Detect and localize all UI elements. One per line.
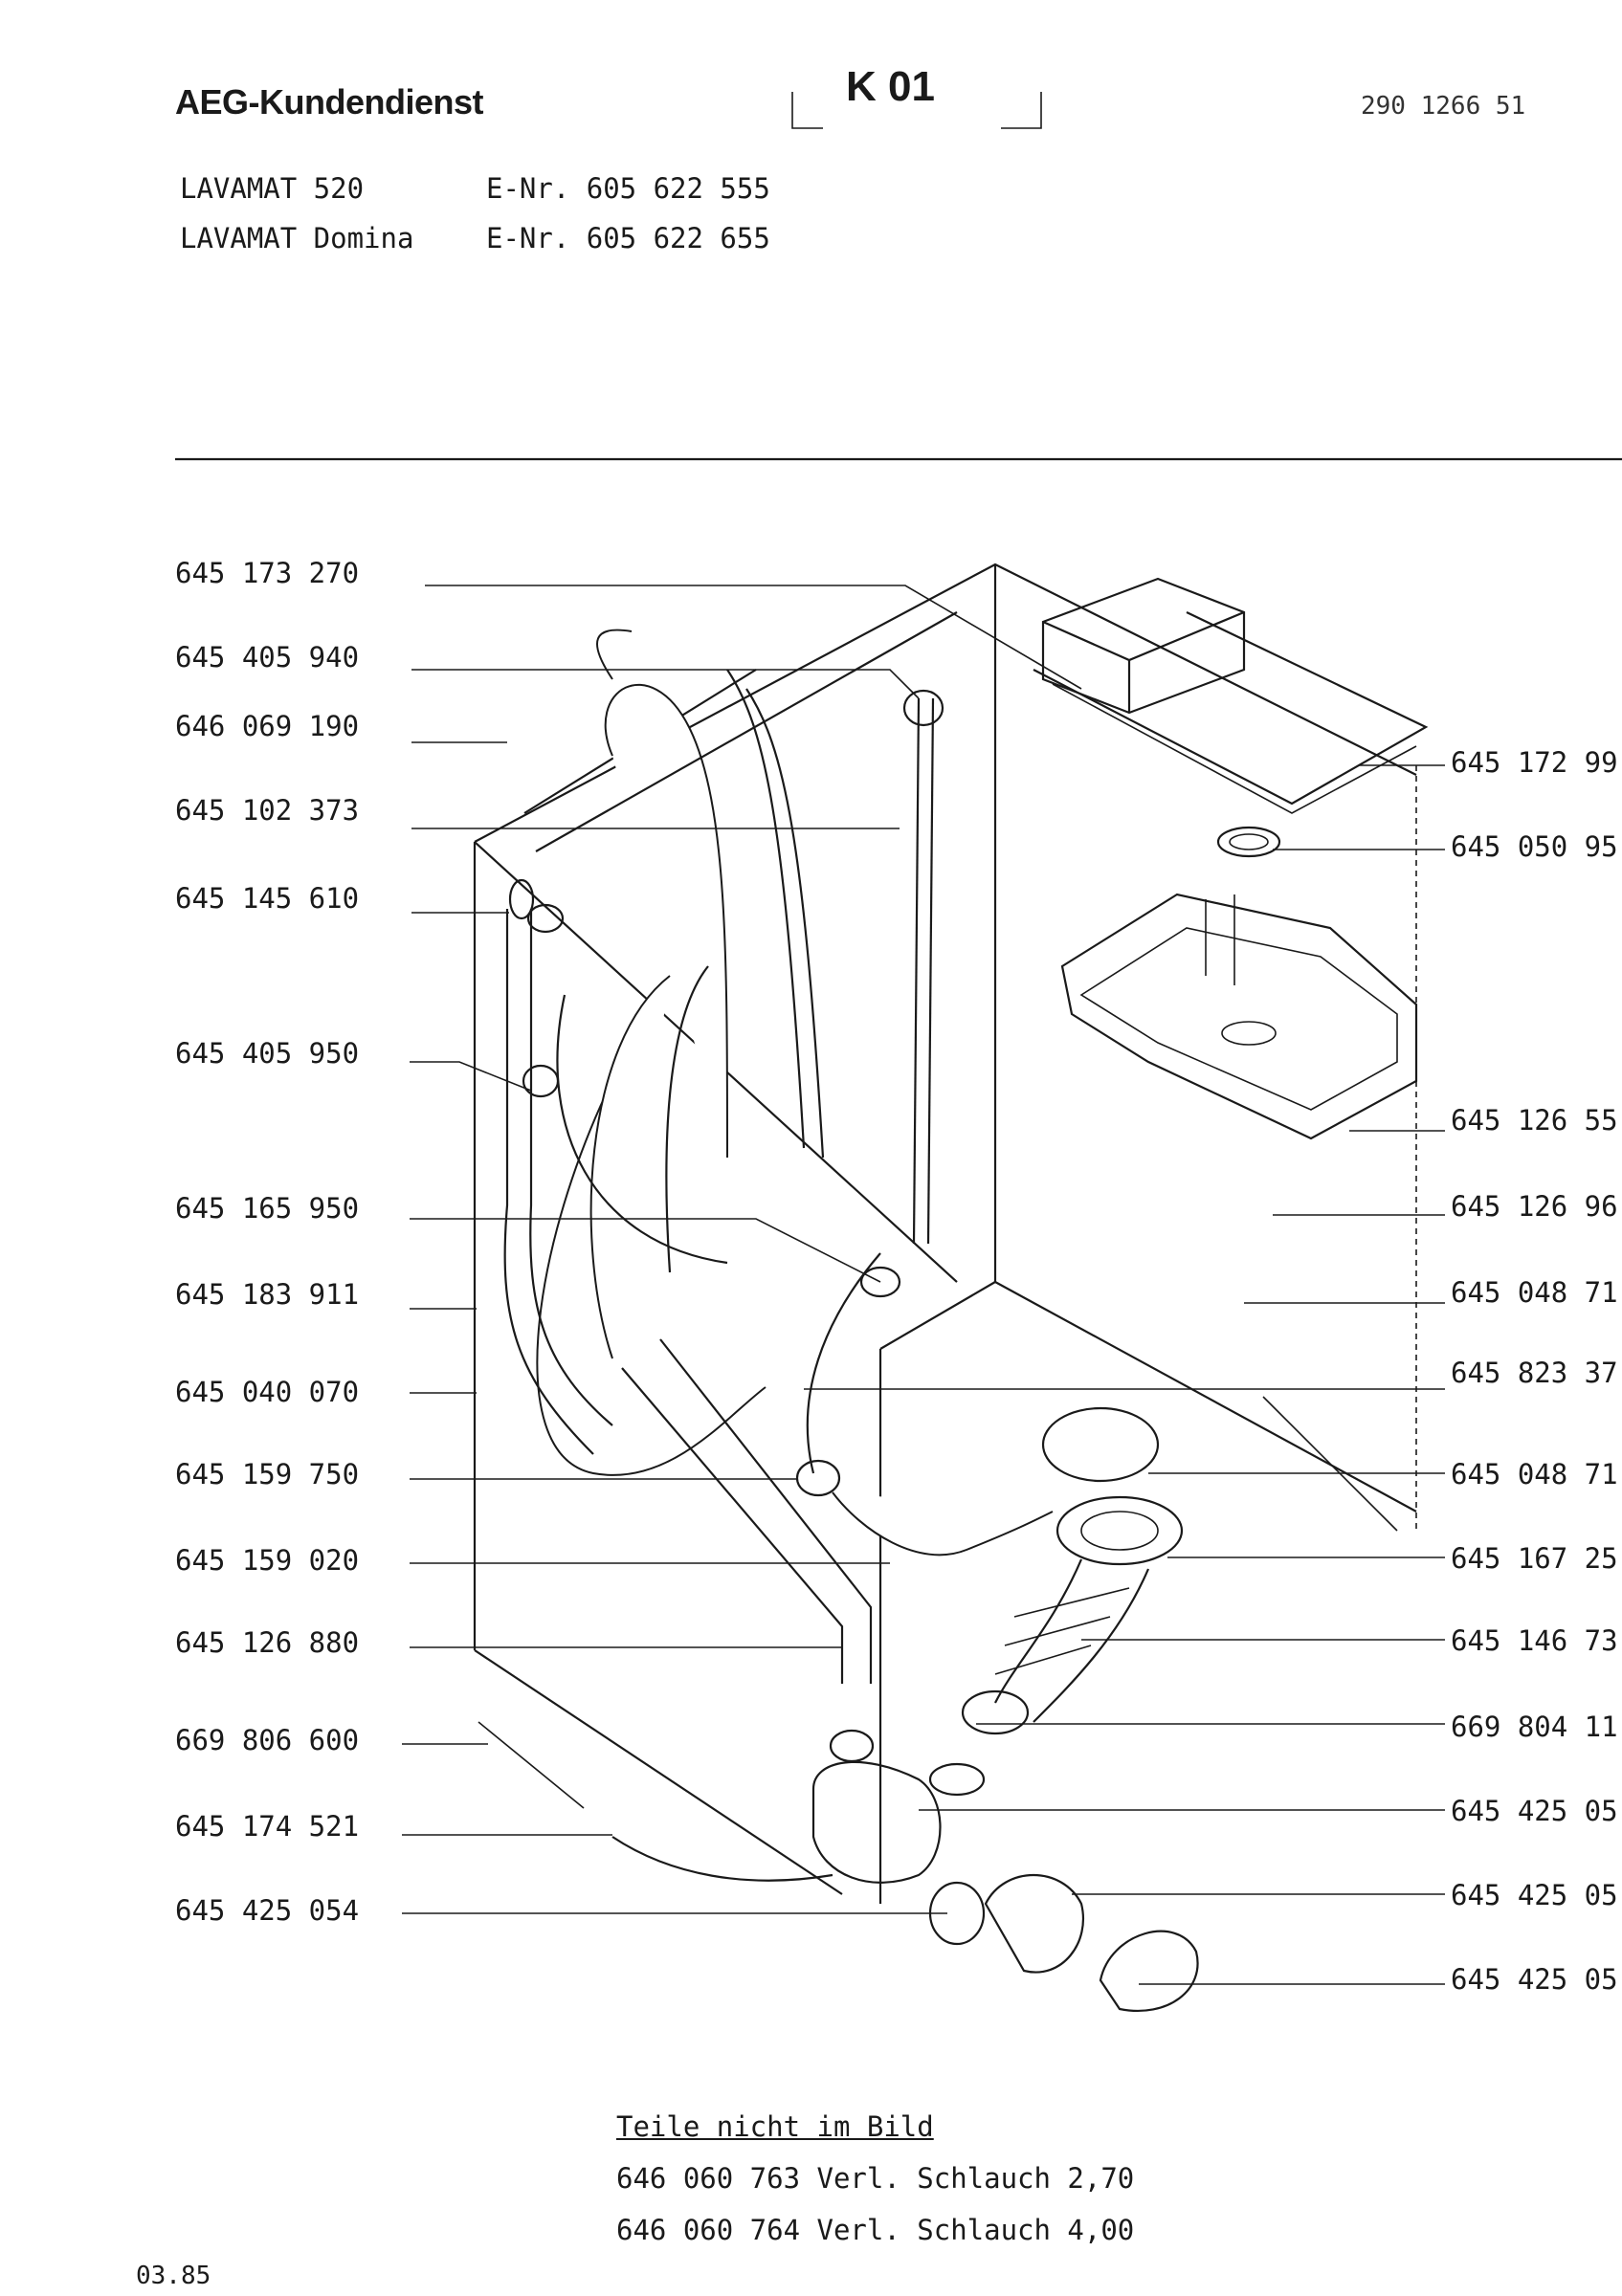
- part-label-right: 645 050 95: [1451, 830, 1618, 863]
- model-enr-1: E-Nr. 605 622 555: [486, 172, 770, 205]
- part-label-right: 645 425 05: [1451, 1879, 1618, 1911]
- print-date: 03.85: [136, 2262, 211, 2290]
- part-label-left: 645 405 950: [175, 1037, 360, 1070]
- parts-not-shown-line: 646 060 764 Verl. Schlauch 4,00: [616, 2214, 1135, 2246]
- part-label-left: 645 183 911: [175, 1278, 360, 1311]
- brand-title: AEG-Kundendienst: [175, 82, 484, 121]
- model-name-1: LAVAMAT 520: [180, 172, 365, 205]
- parts-not-shown-line: 646 060 763 Verl. Schlauch 2,70: [616, 2162, 1135, 2195]
- part-label-right: 645 146 73: [1451, 1624, 1618, 1657]
- part-label-left: 646 069 190: [175, 710, 360, 742]
- part-label-right: 645 048 71: [1451, 1276, 1618, 1309]
- header-decoration: [175, 92, 1622, 461]
- part-label-left: 669 806 600: [175, 1724, 360, 1756]
- model-name-2: LAVAMAT Domina: [180, 222, 414, 254]
- part-label-right: 645 823 37: [1451, 1357, 1618, 1389]
- part-label-left: 645 173 270: [175, 557, 360, 589]
- leader-lines-left: [402, 585, 1082, 1914]
- section-code: K 01: [846, 63, 935, 110]
- part-label-left: 645 126 880: [175, 1626, 360, 1659]
- dispenser-assembly: [1033, 577, 1429, 1140]
- part-label-right: 645 048 71: [1451, 1458, 1618, 1490]
- hose-assembly: [503, 611, 1054, 1684]
- part-label-right: 645 126 96: [1451, 1190, 1618, 1223]
- part-label-right: 645 167 25: [1451, 1542, 1618, 1575]
- model-enr-2: E-Nr. 605 622 655: [486, 222, 770, 254]
- part-label-left: 645 174 521: [175, 1810, 360, 1843]
- part-label-left: 645 405 940: [175, 641, 360, 673]
- part-label-right: 645 172 99: [1451, 746, 1618, 779]
- document-number: 290 1266 51: [1361, 92, 1526, 121]
- part-label-left: 645 159 750: [175, 1458, 360, 1490]
- part-label-left: 645 102 373: [175, 794, 360, 827]
- part-label-right: 645 425 05: [1451, 1963, 1618, 1996]
- part-label-left: 645 145 610: [175, 882, 360, 915]
- leader-lines-right: [804, 764, 1445, 1985]
- parts-not-shown-title: Teile nicht im Bild: [616, 2110, 934, 2143]
- part-label-right: 669 804 11: [1451, 1711, 1618, 1743]
- part-label-left: 645 425 054: [175, 1894, 360, 1927]
- part-label-right: 645 126 55: [1451, 1104, 1618, 1137]
- part-label-left: 645 159 020: [175, 1544, 360, 1577]
- part-label-left: 645 040 070: [175, 1376, 360, 1408]
- part-label-right: 645 425 05: [1451, 1795, 1618, 1827]
- part-label-left: 645 165 950: [175, 1192, 360, 1225]
